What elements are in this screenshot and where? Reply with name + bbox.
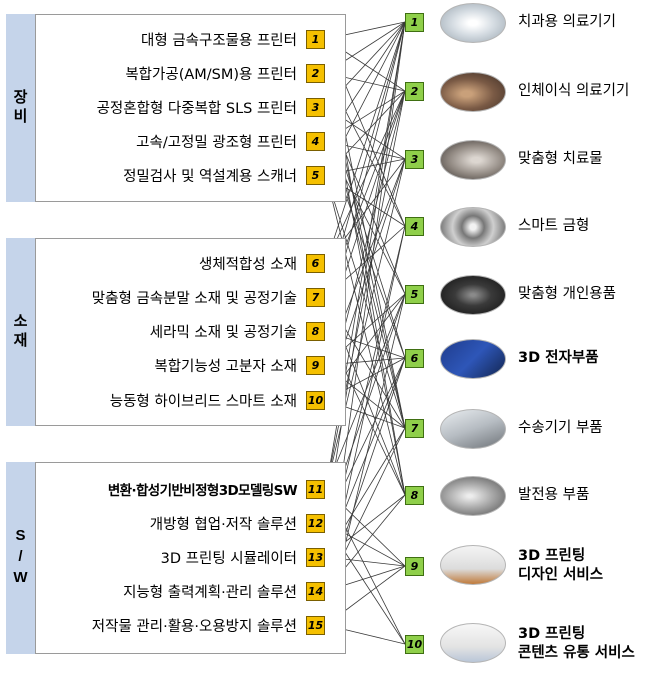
turbine-part-image (440, 476, 506, 516)
left-item-number-13: 13 (306, 548, 325, 567)
left-item-label-8: 세라믹 소재 및 공정기술 (149, 325, 297, 341)
left-item-label-3: 공정혼합형 다중복합 SLS 프린터 (96, 101, 297, 117)
right-item-number-4: 4 (405, 217, 424, 236)
left-item-number-7: 7 (306, 288, 325, 307)
smart-mold-image (440, 207, 506, 247)
right-item-number-8: 8 (405, 486, 424, 505)
right-item-label-8: 발전용 부품 (518, 486, 590, 503)
left-item-label-4: 고속/고정밀 광조형 프린터 (136, 135, 297, 151)
left-item-number-3: 3 (306, 98, 325, 117)
electronic-board-image (440, 339, 506, 379)
equipment-group-text: 장비 (11, 89, 29, 127)
software-group-text: S/W (12, 526, 29, 590)
left-item-label-11: 변환·합성기반비정형3D모델링SW (107, 483, 298, 499)
left-item-label-7: 맞춤형 금속분말 소재 및 공정기술 (91, 291, 297, 307)
material-group-text: 소재 (11, 313, 29, 351)
left-item-number-10: 10 (306, 391, 325, 410)
left-item-label-6: 생체적합성 소재 (199, 257, 297, 273)
left-item-number-1: 1 (306, 30, 325, 49)
connection-line (325, 21, 406, 264)
right-item-label-7: 수송기기 부품 (518, 419, 603, 436)
left-item-label-14: 지능형 출력계획·관리 솔루션 (123, 585, 297, 601)
right-item-number-9: 9 (405, 557, 424, 576)
left-item-number-15: 15 (306, 616, 325, 635)
connection-line (325, 21, 406, 524)
left-item-label-5: 정밀검사 및 역설계용 스캐너 (123, 169, 297, 185)
custom-treatment-image (440, 140, 506, 180)
left-item-number-12: 12 (306, 514, 325, 533)
left-item-number-9: 9 (306, 356, 325, 375)
left-item-label-13: 3D 프린팅 시뮬레이터 (160, 551, 297, 567)
left-item-number-11: 11 (306, 480, 325, 499)
implant-image (440, 72, 506, 112)
car-image (440, 409, 506, 449)
connection-line (325, 174, 406, 496)
left-item-number-2: 2 (306, 64, 325, 83)
connection-line (325, 158, 406, 490)
left-item-number-5: 5 (306, 166, 325, 185)
personal-goods-image (440, 275, 506, 315)
right-item-label-6: 3D 전자부품 (518, 349, 599, 366)
design-service-image (440, 545, 506, 585)
software-group-box (6, 462, 346, 654)
right-item-label-9: 3D 프린팅 디자인 서비스 (518, 548, 604, 583)
left-item-label-2: 복합가공(AM/SM)용 프린터 (125, 67, 297, 83)
left-item-label-9: 복합기능성 고분자 소재 (154, 359, 297, 375)
content-service-image (440, 623, 506, 663)
right-item-label-2: 인체이식 의료기기 (518, 82, 630, 99)
right-item-number-5: 5 (405, 285, 424, 304)
equipment-group-box (6, 14, 346, 202)
left-item-label-15: 저작물 관리·활용·오용방지 솔루션 (91, 619, 297, 635)
right-item-label-4: 스마트 금형 (518, 217, 590, 234)
left-item-number-4: 4 (306, 132, 325, 151)
left-item-label-10: 능동형 하이브리드 스마트 소재 (109, 394, 297, 410)
right-item-number-7: 7 (405, 419, 424, 438)
right-item-label-5: 맞춤형 개인용품 (518, 285, 616, 302)
left-item-number-8: 8 (306, 322, 325, 341)
left-item-label-12: 개방형 협업·저작 솔루션 (149, 517, 297, 533)
equipment-group-label: 장비 (6, 14, 36, 202)
right-item-number-3: 3 (405, 150, 424, 169)
right-item-number-10: 10 (405, 635, 424, 654)
material-group-box (6, 238, 346, 426)
right-item-number-6: 6 (405, 349, 424, 368)
right-item-label-10: 3D 프린팅 콘텐츠 유통 서비스 (518, 626, 635, 661)
material-group-label: 소재 (6, 238, 36, 426)
dental-aligner-image (440, 3, 506, 43)
right-item-number-1: 1 (405, 13, 424, 32)
left-item-number-6: 6 (306, 254, 325, 273)
left-item-number-14: 14 (306, 582, 325, 601)
right-item-label-1: 치과용 의료기기 (518, 13, 616, 30)
right-item-number-2: 2 (405, 82, 424, 101)
software-group-label: S/W (6, 462, 36, 654)
left-item-label-1: 대형 금속구조물용 프린터 (141, 33, 297, 49)
right-item-label-3: 맞춤형 치료물 (518, 150, 603, 167)
